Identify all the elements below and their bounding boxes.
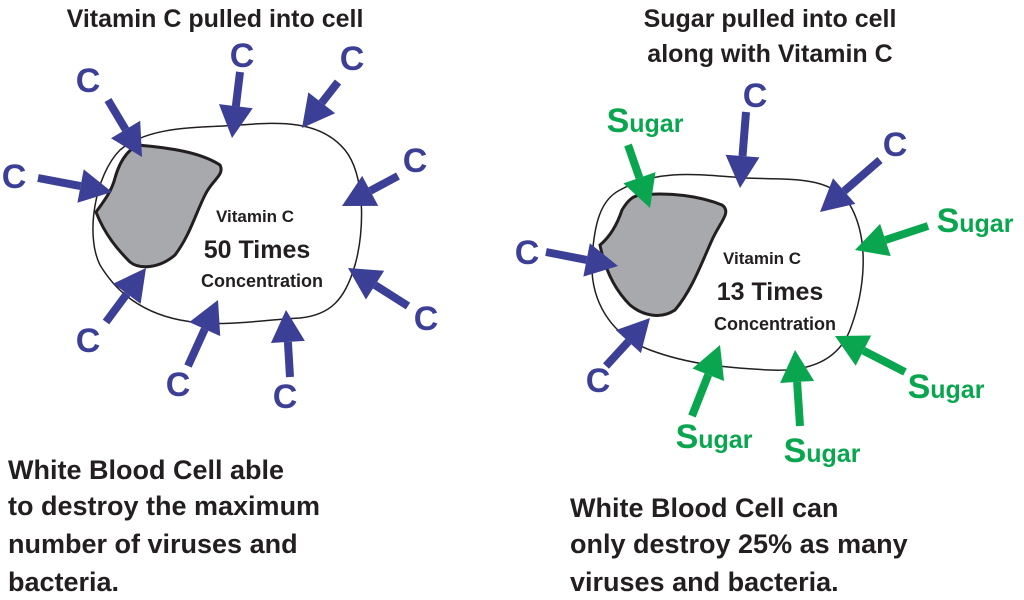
left-center-times: 50 Times — [204, 236, 311, 264]
arrow-head-icon — [189, 300, 221, 337]
arrow-head-icon — [218, 104, 253, 138]
arrow-shaft — [184, 327, 209, 368]
vitamin-c-label: C — [743, 77, 768, 115]
arrow-shaft — [861, 347, 907, 376]
vitamin-c-arrow: C — [515, 234, 618, 277]
vitamin-c-arrow: C — [302, 40, 364, 128]
arrow-head-icon — [583, 243, 618, 277]
arrow-head-icon — [692, 345, 725, 382]
vitamin-c-label: C — [230, 37, 255, 75]
right-caption: White Blood Cell can only destroy 25% as… — [570, 493, 908, 597]
right-center-times: 13 Times — [717, 278, 824, 306]
vitamin-c-label: C — [515, 234, 540, 272]
vitamin-c-label: C — [166, 366, 191, 404]
arrow-shaft — [231, 71, 244, 107]
vitamin-c-arrow: C — [270, 310, 305, 416]
vitamin-c-arrow: C — [348, 268, 438, 338]
left-nucleus — [94, 143, 223, 269]
arrow-shaft — [368, 172, 400, 195]
left-caption-line: White Blood Cell able — [8, 455, 284, 485]
vitamin-c-arrow: C — [586, 318, 650, 400]
arrow-shaft — [688, 373, 712, 418]
sugar-arrow: Sugar — [607, 102, 684, 208]
arrow-head-icon — [270, 310, 305, 343]
arrow-head-icon — [77, 169, 112, 203]
left-center-vitamin-c: Vitamin C — [216, 207, 294, 226]
sugar-label: Sugar — [908, 368, 985, 406]
arrow-head-icon — [615, 318, 650, 354]
arrow-shaft — [841, 156, 883, 195]
arrow-head-icon — [725, 154, 760, 188]
right-nucleus — [598, 192, 728, 317]
sugar-arrow: Sugar — [780, 350, 861, 470]
sugar-arrow: Sugar — [676, 345, 753, 456]
left-caption-line: number of viruses and — [8, 529, 298, 559]
arrow-head-icon — [835, 335, 872, 366]
right-caption-line: only destroy 25% as many — [570, 529, 908, 559]
arrow-head-icon — [113, 268, 146, 304]
arrow-shaft — [624, 143, 644, 180]
arrow-shaft — [545, 248, 588, 264]
vitamin-c-label: C — [403, 142, 428, 180]
vitamin-c-label: C — [414, 300, 439, 338]
arrow-head-icon — [302, 92, 336, 128]
vitamin-c-arrow: C — [342, 142, 427, 206]
vitamin-c-label: C — [76, 322, 101, 360]
left-title: Vitamin C pulled into cell — [67, 5, 364, 33]
sugar-label: Sugar — [784, 432, 861, 470]
vitamin-c-label: C — [883, 126, 908, 164]
arrow-head-icon — [111, 120, 142, 157]
sugar-arrow: Sugar — [855, 202, 1014, 257]
vitamin-c-arrow: C — [76, 268, 146, 360]
vitamin-c-label: C — [273, 378, 298, 416]
left-caption-line: bacteria. — [8, 567, 119, 597]
arrow-shaft — [738, 111, 750, 157]
arrow-shaft — [793, 381, 804, 427]
vitamin-c-arrow: C — [725, 77, 768, 188]
arrow-head-icon — [780, 350, 815, 384]
arrow-shaft — [102, 291, 131, 325]
arrow-shaft — [884, 222, 930, 244]
left-caption: White Blood Cell able to destroy the max… — [8, 455, 320, 597]
arrow-head-icon — [820, 178, 856, 212]
arrow-head-icon — [855, 223, 891, 257]
vitamin-c-arrow: C — [76, 62, 142, 157]
vitamin-c-label: C — [76, 62, 101, 100]
right-caption-line: White Blood Cell can — [570, 493, 839, 523]
arrow-shaft — [603, 338, 632, 369]
sugar-label: Sugar — [676, 418, 753, 456]
sugar-label: Sugar — [937, 202, 1014, 240]
vitamin-c-label: C — [586, 362, 611, 400]
sugar-arrow: Sugar — [835, 335, 985, 406]
vitamin-c-label: C — [340, 40, 365, 78]
right-title-line1: Sugar pulled into cell — [644, 5, 897, 33]
arrow-shaft — [104, 97, 130, 132]
arrow-head-icon — [348, 268, 385, 300]
right-caption-line: viruses and bacteria. — [570, 567, 839, 597]
vitamin-c-label: C — [2, 158, 27, 196]
arrow-head-icon — [342, 175, 379, 206]
vitamin-c-arrow: C — [820, 126, 907, 212]
arrow-shaft — [372, 281, 411, 310]
right-title-line2: along with Vitamin C — [647, 40, 892, 68]
vitamin-c-arrow: C — [166, 300, 221, 404]
right-center-vitamin-c: Vitamin C — [723, 249, 801, 268]
left-caption-line: to destroy the maximum — [8, 491, 320, 521]
arrow-shaft — [318, 79, 342, 106]
vitamin-c-arrow: C — [2, 158, 112, 203]
vitamin-c-arrow: C — [218, 37, 255, 138]
left-center-concentration: Concentration — [201, 271, 323, 291]
sugar-label: Sugar — [607, 102, 684, 140]
arrow-head-icon — [623, 172, 656, 208]
arrow-shaft — [283, 341, 294, 378]
arrow-shaft — [37, 174, 82, 190]
right-center-concentration: Concentration — [714, 314, 836, 334]
